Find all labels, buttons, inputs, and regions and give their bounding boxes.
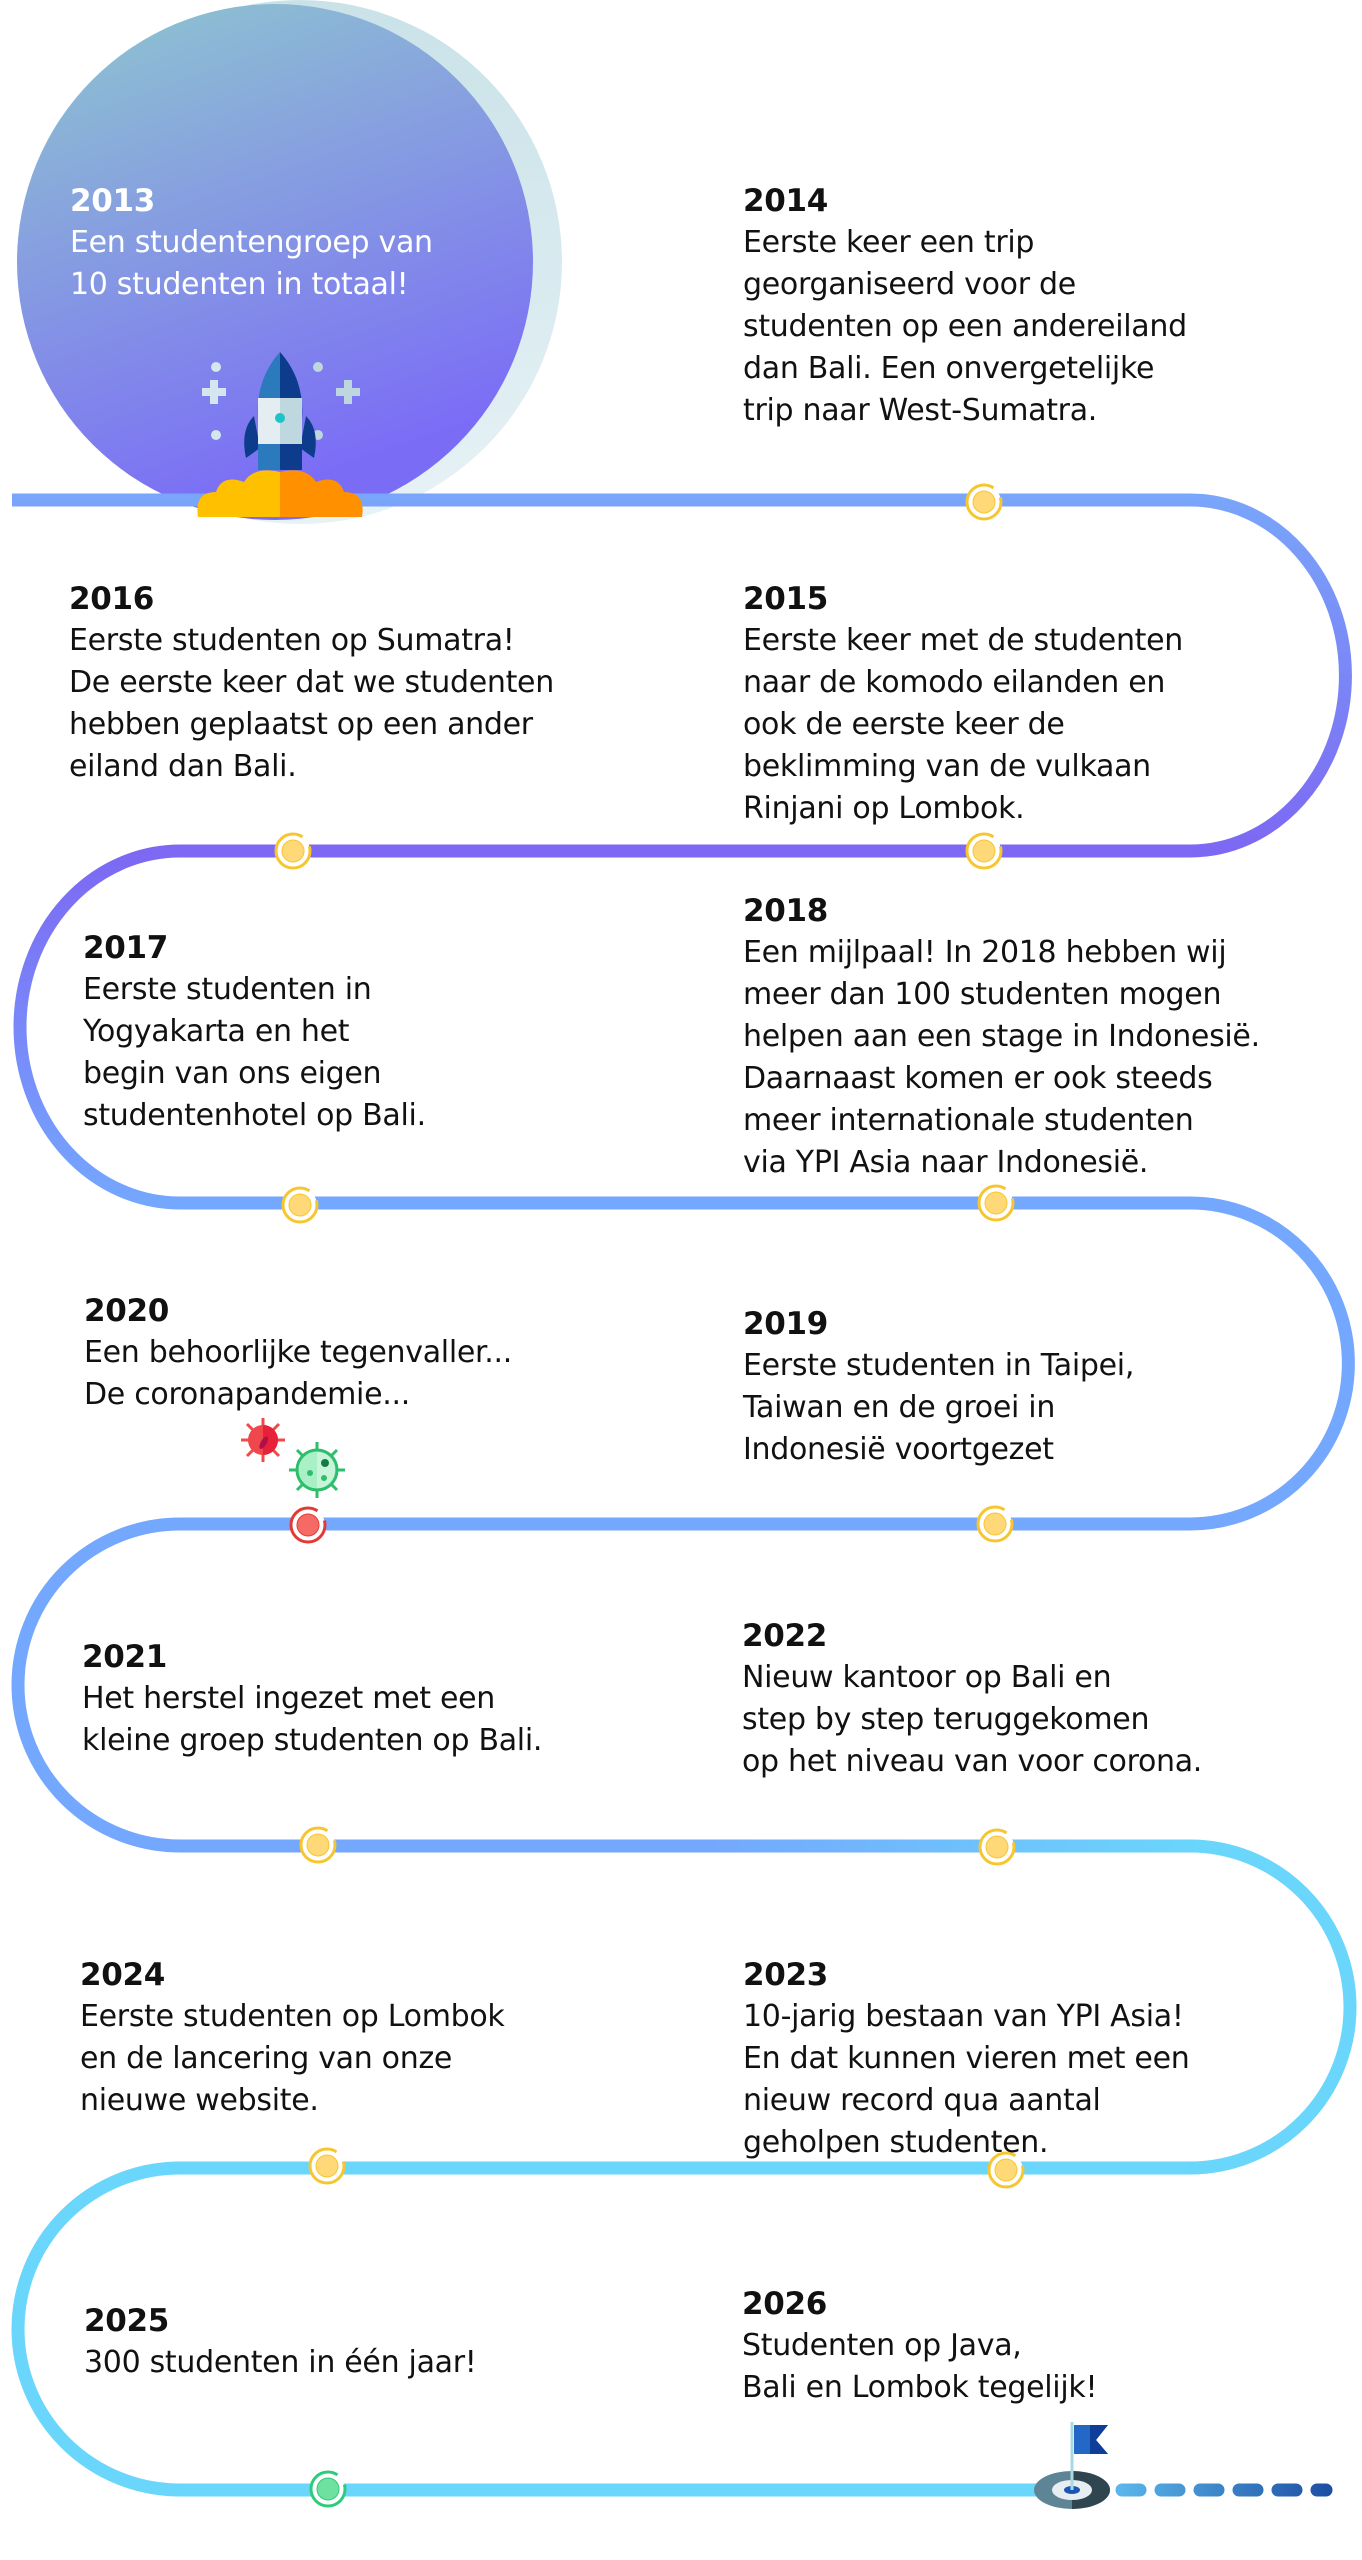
start-circle <box>17 0 562 524</box>
entry-year: 2019 <box>743 1306 829 1342</box>
marker-2017 <box>281 1186 319 1224</box>
entry-year: 2025 <box>84 2303 170 2339</box>
entry-year: 2018 <box>743 893 829 929</box>
entry-text: Eerste keer met de studenten naar de kom… <box>743 623 1183 826</box>
entry-text: Eerste keer een trip georganiseerd voor … <box>743 225 1187 428</box>
entry-year: 2016 <box>69 581 155 617</box>
entry-text: Het herstel ingezet met een kleine groep… <box>82 1681 543 1758</box>
timeline-entry-2023: 2023 10-jarig bestaan van YPI Asia! En d… <box>743 1954 1190 2164</box>
entry-year: 2023 <box>743 1957 829 1993</box>
timeline-entry-2014: 2014 Eerste keer een trip georganiseerd … <box>743 180 1187 432</box>
marker-2025 <box>309 2470 347 2508</box>
virus-icon-green <box>289 1442 345 1498</box>
track-segment-4 <box>180 1839 1357 2175</box>
entry-text: Nieuw kantoor op Bali en step by step te… <box>742 1660 1203 1779</box>
marker-2015 <box>965 832 1003 870</box>
entry-text: Een behoorlijke tegenvaller... De corona… <box>84 1335 513 1412</box>
timeline-entry-2015: 2015 Eerste keer met de studenten naar d… <box>743 578 1183 830</box>
timeline-entry-2025: 2025 300 studenten in één jaar! <box>84 2300 477 2384</box>
timeline-entry-2019: 2019 Eerste studenten in Taipei, Taiwan … <box>743 1303 1134 1471</box>
marker-2024 <box>308 2147 346 2185</box>
entry-text: Studenten op Java, Bali en Lombok tegeli… <box>742 2328 1098 2405</box>
timeline-entry-2016: 2016 Eerste studenten op Sumatra! De eer… <box>69 578 554 788</box>
timeline-entry-2026: 2026 Studenten op Java, Bali en Lombok t… <box>742 2283 1097 2409</box>
marker-2022 <box>978 1828 1016 1866</box>
timeline-entry-2021: 2021 Het herstel ingezet met een kleine … <box>82 1636 542 1762</box>
marker-2020 <box>289 1506 327 1544</box>
entry-year: 2014 <box>743 183 829 219</box>
rocket-icon <box>197 352 363 517</box>
track-segment-1 <box>12 493 1352 858</box>
timeline-entry-2020: 2020 Een behoorlijke tegenvaller... De c… <box>84 1290 512 1416</box>
entry-year: 2015 <box>743 581 829 617</box>
entry-text: 300 studenten in één jaar! <box>84 2345 477 2380</box>
entry-year: 2022 <box>742 1618 828 1654</box>
entry-year: 2021 <box>82 1639 168 1675</box>
timeline-entry-2013: 2013 Een studentengroep van 10 studenten… <box>70 180 433 306</box>
entry-year: 2024 <box>80 1957 166 1993</box>
timeline-entry-2017: 2017 Eerste studenten in Yogyakarta en h… <box>83 927 426 1137</box>
timeline-entry-2018: 2018 Een mijlpaal! In 2018 hebben wij me… <box>743 890 1260 1184</box>
entry-text: Eerste studenten op Lombok en de lanceri… <box>80 1999 505 2118</box>
entry-text: Eerste studenten op Sumatra! De eerste k… <box>69 623 554 784</box>
entry-text: Een mijlpaal! In 2018 hebben wij meer da… <box>743 935 1260 1180</box>
entry-text: Eerste studenten in Yogyakarta en het be… <box>83 972 426 1133</box>
track-segment-3 <box>11 1196 1355 1853</box>
timeline-entry-2024: 2024 Eerste studenten op Lombok en de la… <box>80 1954 505 2122</box>
entry-year: 2013 <box>70 183 156 219</box>
marker-2023 <box>987 2151 1025 2189</box>
marker-2014 <box>965 483 1003 521</box>
virus-icon-red <box>241 1418 285 1462</box>
timeline-entry-2022: 2022 Nieuw kantoor op Bali en step by st… <box>742 1615 1202 1783</box>
marker-2021 <box>299 1826 337 1864</box>
entry-text: 10-jarig bestaan van YPI Asia! En dat ku… <box>743 1999 1190 2160</box>
marker-2016 <box>274 832 312 870</box>
entry-text: Eerste studenten in Taipei, Taiwan en de… <box>743 1348 1135 1467</box>
track-segment-5 <box>11 2161 1190 2497</box>
entry-year: 2026 <box>742 2286 828 2322</box>
marker-2019 <box>976 1505 1014 1543</box>
entry-year: 2020 <box>84 1293 170 1329</box>
entry-year: 2017 <box>83 930 169 966</box>
marker-2018 <box>977 1184 1015 1222</box>
flag-icon <box>1070 2422 1108 2490</box>
entry-text: Een studentengroep van 10 studenten in t… <box>70 225 433 302</box>
track-segment-2 <box>13 844 1190 1210</box>
